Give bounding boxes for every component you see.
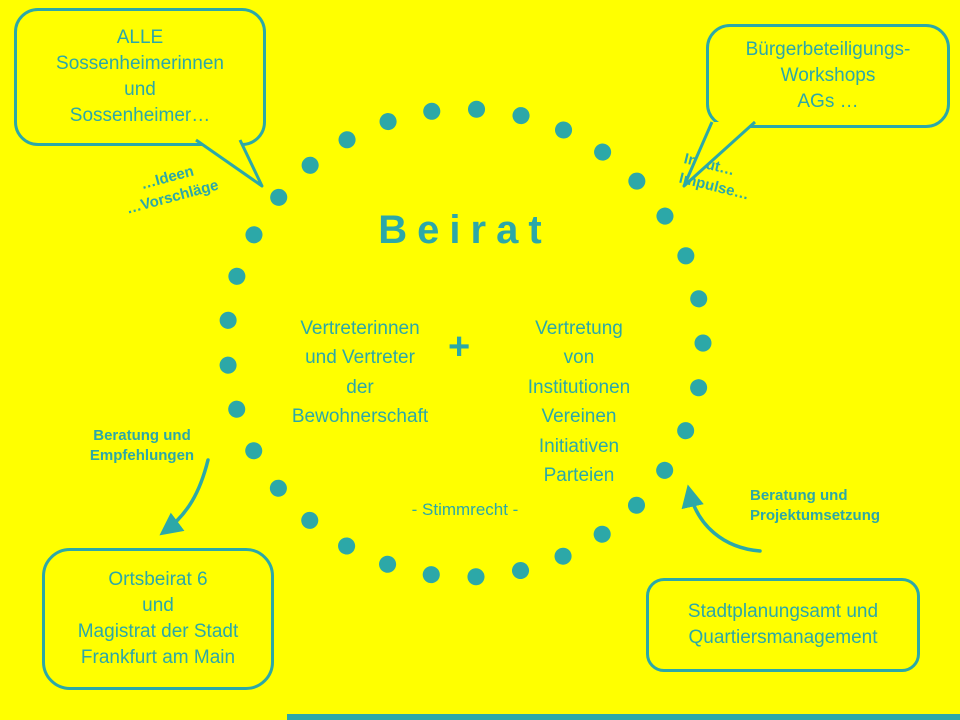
plus-sign: + xyxy=(448,326,471,368)
bubble-ortsbeirat: Ortsbeirat 6 und Magistrat der Stadt Fra… xyxy=(42,548,274,690)
bubble-workshops: Bürgerbeteiligungs- Workshops AGs … xyxy=(706,24,950,128)
bubble-stadtplanungsamt: Stadtplanungsamt und Quartiersmanagement xyxy=(646,578,920,672)
group-residents-text: Vertreterinnen und Vertreter der Bewohne… xyxy=(291,318,429,428)
label-advice-right: Beratung und Projektumsetzung xyxy=(750,487,881,525)
label-ideas: …Ideen …Vorschläge xyxy=(124,162,221,218)
label-input: Input… Impulse… xyxy=(677,150,751,204)
diagram-title: Beirat xyxy=(378,208,552,252)
label-advice-left: Beratung und Empfehlungen xyxy=(89,427,195,465)
arrow-to-ortsbeirat xyxy=(159,458,210,536)
bubble-citizens: ALLE Sossenheimerinnen und Sossenheimer… xyxy=(14,8,266,146)
group-institutions-text: Vertretung von Institutionen Vereinen In… xyxy=(527,318,631,487)
voting-right-note: - Stimmrecht - xyxy=(411,500,519,519)
bottom-border-line xyxy=(287,714,960,720)
